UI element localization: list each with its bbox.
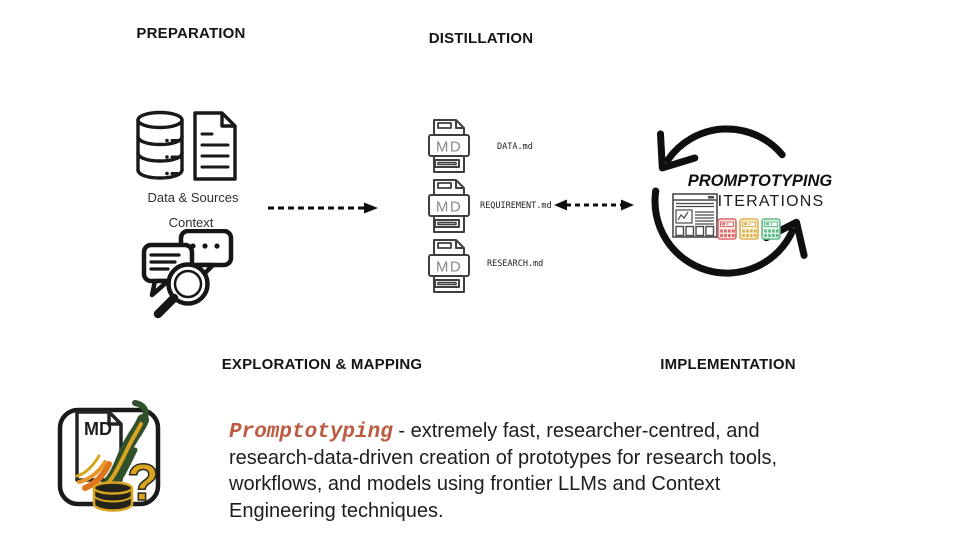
- description-line-1: Promptotyping - extremely fast, research…: [229, 418, 889, 445]
- md-flame-logo: MD ?: [57, 400, 161, 513]
- phase-label-distillation: DISTILLATION: [428, 30, 534, 47]
- phase-label-exploration-mapping: EXPLORATION & MAPPING: [221, 356, 423, 373]
- context-label: Context: [168, 215, 214, 230]
- chat-search-icon: [141, 229, 234, 319]
- description-line-1-rest: - extremely fast, researcher-centred, an…: [392, 420, 760, 442]
- document-icon: [193, 111, 237, 181]
- md-badge: MD: [436, 199, 462, 216]
- database-icon: [136, 110, 184, 180]
- browser-wireframe-icon: [672, 193, 718, 238]
- description-text: Promptotyping - extremely fast, research…: [229, 418, 889, 524]
- description-line-4: Engineering techniques.: [229, 499, 444, 522]
- data-sources-label: Data & Sources: [147, 190, 239, 205]
- logo-question-mark: ?: [127, 454, 159, 512]
- md-badge: MD: [436, 139, 462, 156]
- dashed-double-arrow-icon: [554, 199, 634, 211]
- cycle-title: PROMPTOTYPING: [687, 172, 833, 190]
- md-file-icon: MD: [428, 119, 470, 173]
- file-label-research: RESEARCH.md: [487, 259, 544, 269]
- promptotyping-term: Promptotyping: [229, 421, 393, 444]
- description-line-3: workflows, and models using frontier LLM…: [229, 473, 721, 495]
- phase-label-preparation: PREPARATION: [136, 25, 246, 42]
- description-line-2: research-data-driven creation of prototy…: [229, 446, 778, 469]
- md-file-icon: MD: [428, 239, 470, 293]
- md-file-icon: MD: [428, 179, 470, 233]
- file-label-data: DATA.md: [497, 142, 533, 152]
- logo-md-text: MD: [84, 419, 112, 439]
- calculator-red-icon: [717, 218, 737, 240]
- calculator-yellow-icon: [739, 218, 759, 240]
- dashed-arrow-icon: [268, 202, 378, 214]
- cycle-subtitle: ITERATIONS: [717, 193, 825, 210]
- file-label-requirement: REQUIREMENT.md: [480, 201, 552, 211]
- md-badge: MD: [436, 259, 462, 276]
- calculator-green-icon: [761, 218, 781, 240]
- phase-label-implementation: IMPLEMENTATION: [660, 356, 796, 373]
